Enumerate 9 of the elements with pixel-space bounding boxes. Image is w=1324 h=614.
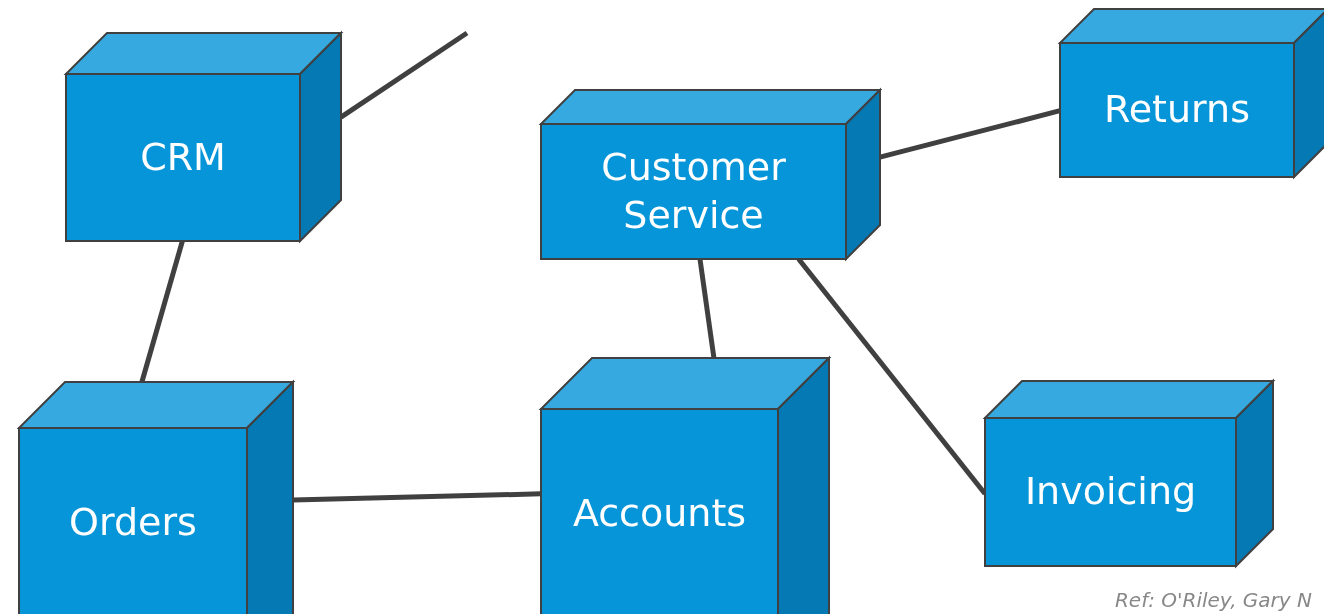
connector-line xyxy=(697,258,717,359)
node-label: Returns xyxy=(1103,86,1251,134)
node-label: CRM xyxy=(139,133,227,181)
node-label: Orders xyxy=(68,499,198,547)
node-label: Customer Service xyxy=(600,144,787,239)
node-label: Invoicing xyxy=(1023,468,1198,516)
reference-note: Ref: O'Riley, Gary N xyxy=(1114,588,1312,612)
node-label: Accounts xyxy=(571,490,748,538)
connector-line xyxy=(139,240,185,383)
